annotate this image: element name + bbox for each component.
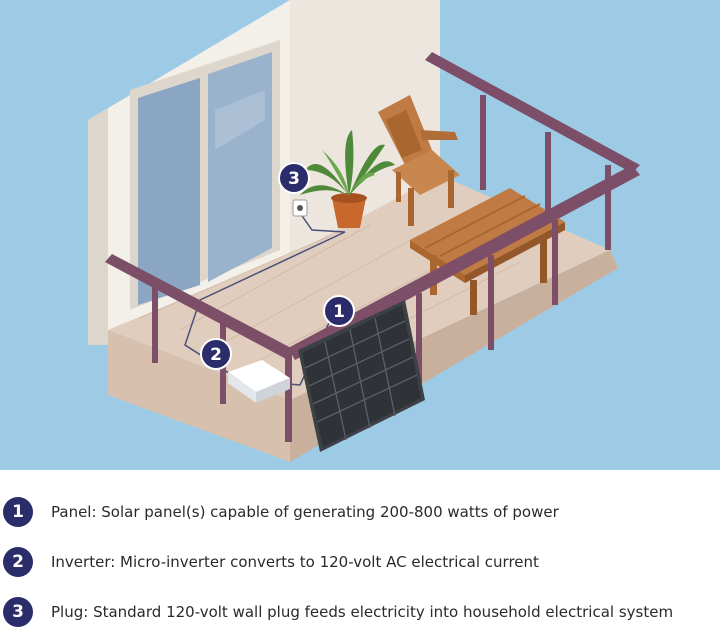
legend-item-panel: 1 Panel: Solar panel(s) capable of gener…: [0, 492, 720, 532]
marker-inverter: 2: [200, 338, 232, 370]
marker-panel-number: 1: [333, 302, 345, 322]
marker-panel: 1: [323, 295, 355, 327]
pot: [332, 198, 366, 228]
legend-text: Panel: Solar panel(s) capable of generat…: [51, 503, 559, 521]
marker-plug-number: 3: [288, 169, 300, 189]
wooden-chair: [378, 95, 460, 226]
marker-inverter-number: 2: [210, 345, 222, 365]
potted-plant: [300, 130, 395, 228]
railing-front: [288, 165, 640, 383]
plug-icon: [297, 205, 303, 211]
legend-badge: 1: [3, 497, 33, 527]
marker-plug: 3: [278, 162, 310, 194]
legend-badge: 3: [3, 597, 33, 627]
glass-door-left: [138, 78, 200, 305]
building-wall-edge: [88, 108, 108, 345]
legend: 1 Panel: Solar panel(s) capable of gener…: [0, 470, 720, 630]
balcony-illustration: 1 2 3: [0, 0, 720, 470]
legend-badge: 2: [3, 547, 33, 577]
legend-item-inverter: 2 Inverter: Micro-inverter converts to 1…: [0, 542, 720, 582]
legend-text: Inverter: Micro-inverter converts to 120…: [51, 553, 539, 571]
legend-text: Plug: Standard 120-volt wall plug feeds …: [51, 603, 674, 621]
glass-door-right: [208, 52, 272, 282]
solar-panel: [298, 300, 425, 452]
glass-reflection: [215, 90, 265, 150]
legend-item-plug: 3 Plug: Standard 120-volt wall plug feed…: [0, 592, 720, 632]
micro-inverter: [228, 360, 290, 403]
railing-right: [425, 52, 640, 250]
